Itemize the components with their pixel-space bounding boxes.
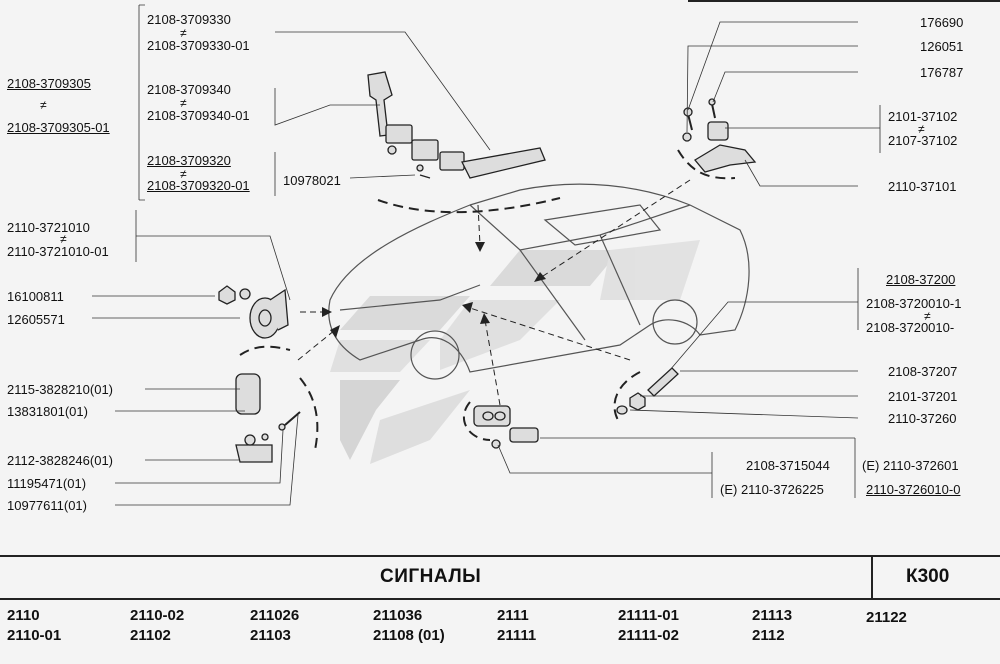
model-code: 21111: [497, 627, 537, 644]
leader-lines: [92, 4, 881, 506]
model-code: 2110-02: [130, 607, 185, 624]
dashed-callouts: [239, 149, 736, 451]
not-equal-sign: ≠: [918, 122, 925, 136]
part-label: 176787: [920, 65, 964, 80]
model-code: 2112: [752, 627, 785, 644]
part-label: 2108-3709340: [147, 82, 231, 97]
part-label: 2108-3709330-01: [147, 38, 250, 53]
footer-top-rule: [0, 555, 1000, 557]
not-equal-sign: ≠: [924, 309, 931, 323]
bracket-drawing: [682, 98, 757, 173]
part-label: 2110-3721010-01: [7, 244, 109, 259]
model-code: 2110-01: [7, 627, 62, 644]
model-code: 2110: [7, 607, 40, 624]
part-label: 2112-3828246(01): [7, 453, 114, 468]
part-label: 2101-37102: [888, 109, 958, 124]
part-label: 2108-37200: [886, 272, 956, 287]
part-label: 2108-3709305: [7, 76, 91, 91]
model-code: 21111-02: [618, 627, 679, 644]
part-label: 2107-37102: [888, 133, 958, 148]
model-code: 21108 (01): [373, 627, 445, 644]
page-code: К300: [906, 566, 950, 587]
part-label: 11195471(01): [7, 476, 87, 491]
sensor-drawing: [235, 373, 301, 463]
horn-drawing: [218, 285, 289, 339]
arrow-lines: [297, 179, 691, 406]
model-code: 2111: [497, 607, 529, 624]
part-label: 176690: [920, 15, 964, 30]
part-label: 2108-3709320-01: [147, 178, 250, 193]
model-code: 21102: [130, 627, 171, 644]
part-label: 16100811: [7, 289, 64, 304]
not-equal-sign: ≠: [180, 96, 187, 110]
not-equal-sign: ≠: [60, 232, 67, 246]
part-label: 2108-37207: [888, 364, 958, 379]
model-code: 211026: [250, 607, 300, 624]
part-label: 2108-3709305-01: [7, 120, 110, 135]
column-switch-drawing: [367, 71, 546, 179]
model-code: 211036: [373, 607, 423, 624]
part-label: 2110-37101: [888, 179, 957, 194]
part-label: (E) 2110-372601: [862, 458, 959, 473]
part-label: 2108-3720010-: [866, 320, 955, 335]
part-label: 2108-3709330: [147, 12, 231, 27]
model-code: 21103: [250, 627, 291, 644]
part-label: (E) 2110-3726225: [720, 482, 824, 497]
part-label: 10978021: [283, 173, 341, 188]
page-title: СИГНАЛЫ: [380, 566, 482, 587]
model-code: 21122: [866, 609, 907, 626]
part-label: 2110-37260: [888, 411, 957, 426]
part-label: 2110-3726010-0: [866, 482, 961, 497]
part-label: 10977611(01): [7, 498, 87, 513]
not-equal-sign: ≠: [180, 167, 187, 181]
part-label: 2101-37201: [888, 389, 958, 404]
part-label: 2110-3721010: [7, 220, 90, 235]
model-code: 21111-01: [618, 607, 679, 624]
model-code: 21113: [752, 607, 793, 624]
top-stripe: [688, 0, 1000, 2]
part-label: 12605571: [7, 312, 65, 327]
part-label: 2108-3709320: [147, 153, 231, 168]
bolt-drawing: [616, 367, 679, 415]
footer-mid-rule: [0, 598, 1000, 600]
arrow-heads: [322, 242, 546, 338]
part-label: 2108-3709340-01: [147, 108, 250, 123]
car-outline: [328, 183, 750, 380]
not-equal-sign: ≠: [40, 98, 47, 112]
part-label: 2115-3828210(01): [7, 382, 114, 397]
not-equal-sign: ≠: [180, 26, 187, 40]
footer-separator: [871, 556, 873, 598]
lamp-drawing: [473, 405, 539, 449]
part-label: 126051: [920, 39, 964, 54]
part-label: 2108-3715044: [746, 458, 830, 473]
part-label: 13831801(01): [7, 404, 88, 419]
part-label: 2108-3720010-1: [866, 296, 962, 311]
